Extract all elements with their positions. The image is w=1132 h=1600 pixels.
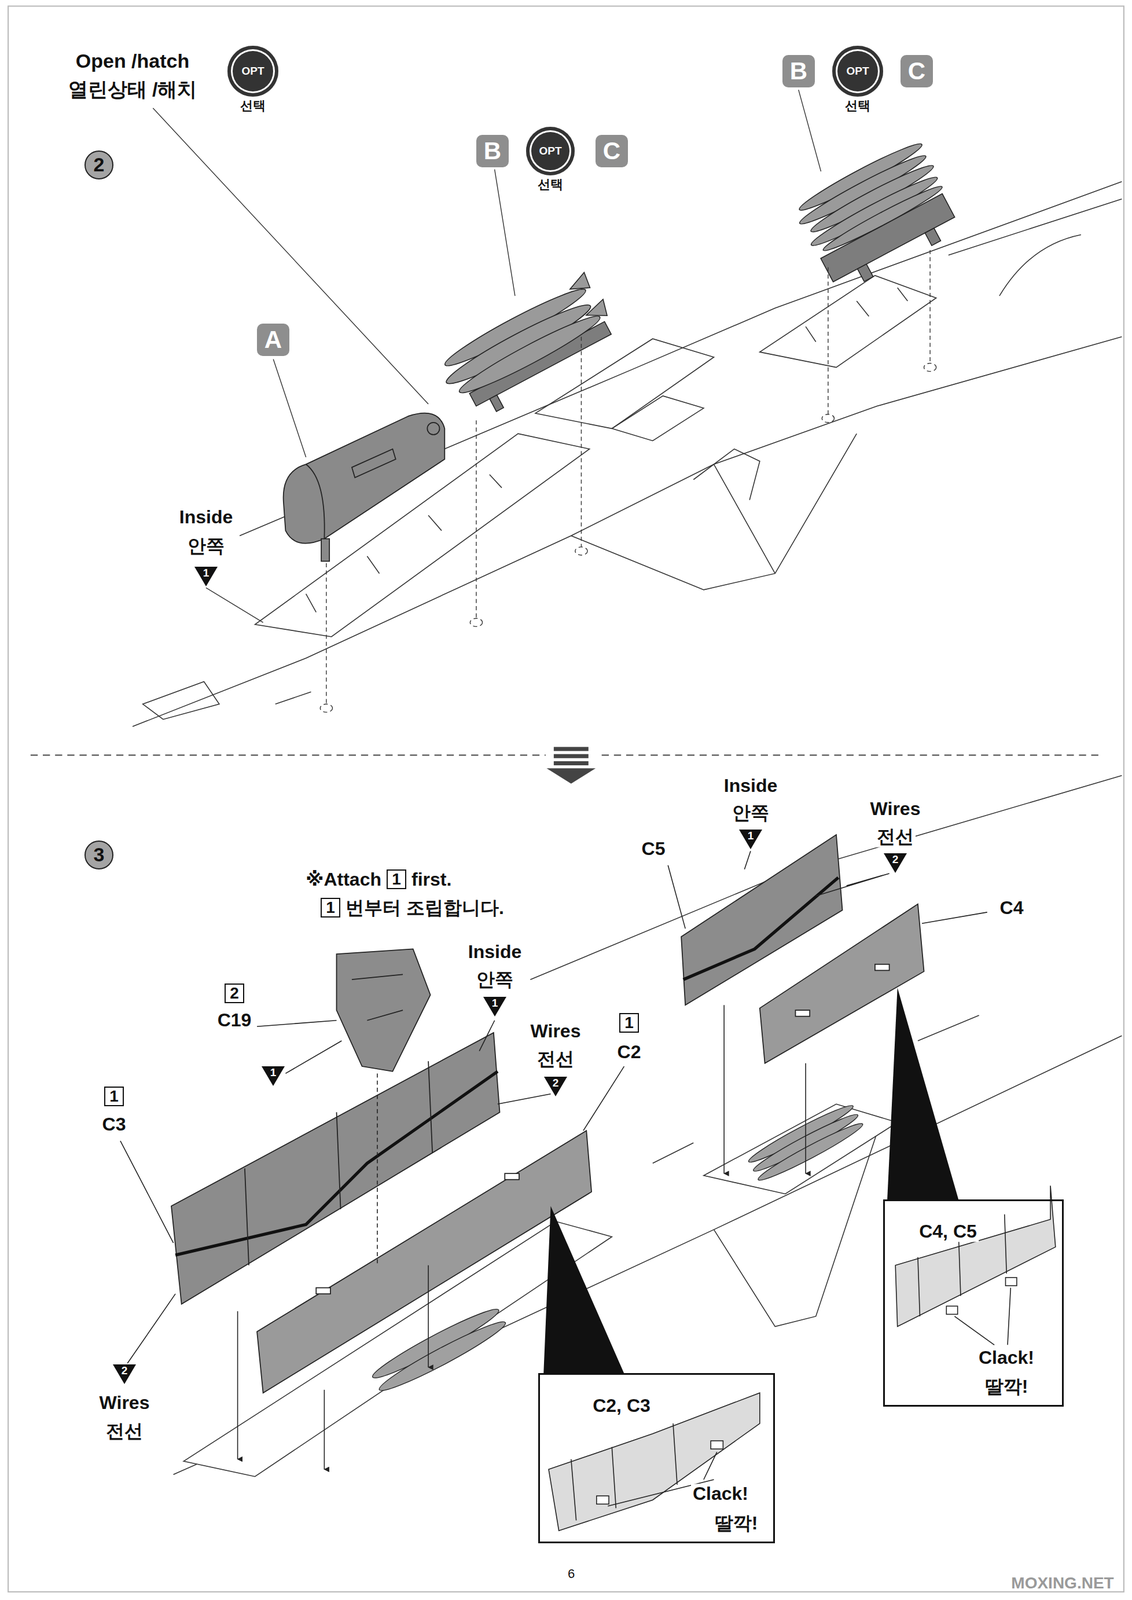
callout-number: 2 (121, 1364, 128, 1377)
part-label: C5 (640, 838, 668, 860)
version-badge: A (256, 323, 290, 356)
sound-note: Clack! (976, 1347, 1036, 1368)
part-label: C4, C5 (917, 1221, 979, 1242)
callout-number: 1 (109, 1087, 119, 1106)
sound-note: 딸깍! (712, 1512, 760, 1534)
order-number-box: 1 (386, 869, 407, 889)
callout-number: 1 (270, 1066, 277, 1079)
callout-number: C (603, 137, 621, 165)
marker-triangle: 1 (739, 829, 763, 849)
order-number-box: 1 (320, 897, 341, 918)
callout-number: 2 (93, 153, 105, 176)
part-label: 안쪽 (730, 802, 771, 824)
part-label: Wires (528, 1020, 583, 1042)
version-badge: B (782, 54, 815, 88)
marker-triangle: 1 (483, 996, 507, 1017)
marker-triangle: 2 (883, 853, 907, 873)
option-badge: OPT선택 (526, 126, 575, 176)
page-number: 6 (566, 1566, 577, 1581)
detail-inset: C4, C5 Clack! 딸깍! (883, 1199, 1064, 1407)
part-label: Wires (97, 1391, 152, 1414)
marker-triangle: 1 (261, 1066, 285, 1086)
callout-number: B (483, 137, 502, 165)
callout-number: 1 (391, 870, 402, 889)
callout-number: 2 (892, 853, 899, 866)
sound-note: 딸깍! (983, 1376, 1031, 1397)
option-caption: 선택 (240, 98, 266, 113)
marker-triangle: 2 (112, 1364, 137, 1384)
callout-number: 1 (203, 567, 210, 580)
callout-number: 3 (93, 843, 105, 866)
step-number: 2 (84, 150, 114, 180)
option-mark: OPT (538, 145, 562, 158)
assembly-note: 번부터 조립합니다. (343, 897, 506, 919)
option-mark: OPT (241, 65, 264, 78)
callout-number: B (789, 57, 808, 85)
part-label: C4 (998, 897, 1026, 919)
marker-triangle: 1 (194, 566, 218, 587)
order-number-box: 2 (224, 983, 245, 1003)
part-label: C2 (615, 1041, 643, 1063)
version-badge: C (900, 54, 933, 88)
step-number: 3 (84, 840, 114, 870)
part-label: 전선 (535, 1048, 576, 1070)
callout-number: 1 (624, 1013, 634, 1032)
part-label: Wires (868, 798, 923, 820)
part-label: C2, C3 (590, 1395, 653, 1416)
part-label: C19 (215, 1009, 254, 1031)
order-number-box: 1 (104, 1086, 124, 1106)
callout-number: 2 (229, 984, 240, 1003)
version-badge: C (595, 134, 628, 168)
option-caption: 선택 (844, 98, 871, 113)
part-label: 전선 (104, 1420, 145, 1442)
option-mark: OPT (846, 65, 869, 78)
callout-number: 1 (325, 898, 336, 917)
option-badge: OPT선택 (227, 45, 279, 97)
assembly-note: first. (409, 868, 454, 891)
detail-inset: C2, C3 Clack! 딸깍! (538, 1372, 775, 1543)
part-label: Inside (466, 941, 524, 963)
part-label: 안쪽 (474, 968, 516, 991)
callout-number: A (264, 326, 282, 354)
assembly-note: ※Attach (303, 868, 384, 891)
option-caption: 선택 (537, 177, 564, 192)
callout-number: 1 (491, 997, 499, 1010)
state-label: Open /hatch (74, 49, 191, 73)
option-badge: OPT선택 (832, 45, 884, 97)
version-badge: B (476, 134, 509, 168)
sound-note: Clack! (691, 1483, 751, 1504)
marker-triangle: 2 (544, 1076, 568, 1097)
watermark: MOXING.NET (1009, 1573, 1116, 1593)
part-label: 전선 (875, 825, 916, 848)
callout-number: 2 (552, 1077, 560, 1090)
part-label: Inside (722, 774, 779, 797)
part-label: C3 (100, 1113, 128, 1135)
callout-number: C (908, 57, 926, 85)
callout-number: 1 (747, 829, 755, 843)
part-label: Inside (177, 506, 235, 528)
part-label: 안쪽 (185, 535, 227, 557)
state-label: 열린상태 /해치 (66, 78, 200, 101)
order-number-box: 1 (619, 1012, 639, 1033)
